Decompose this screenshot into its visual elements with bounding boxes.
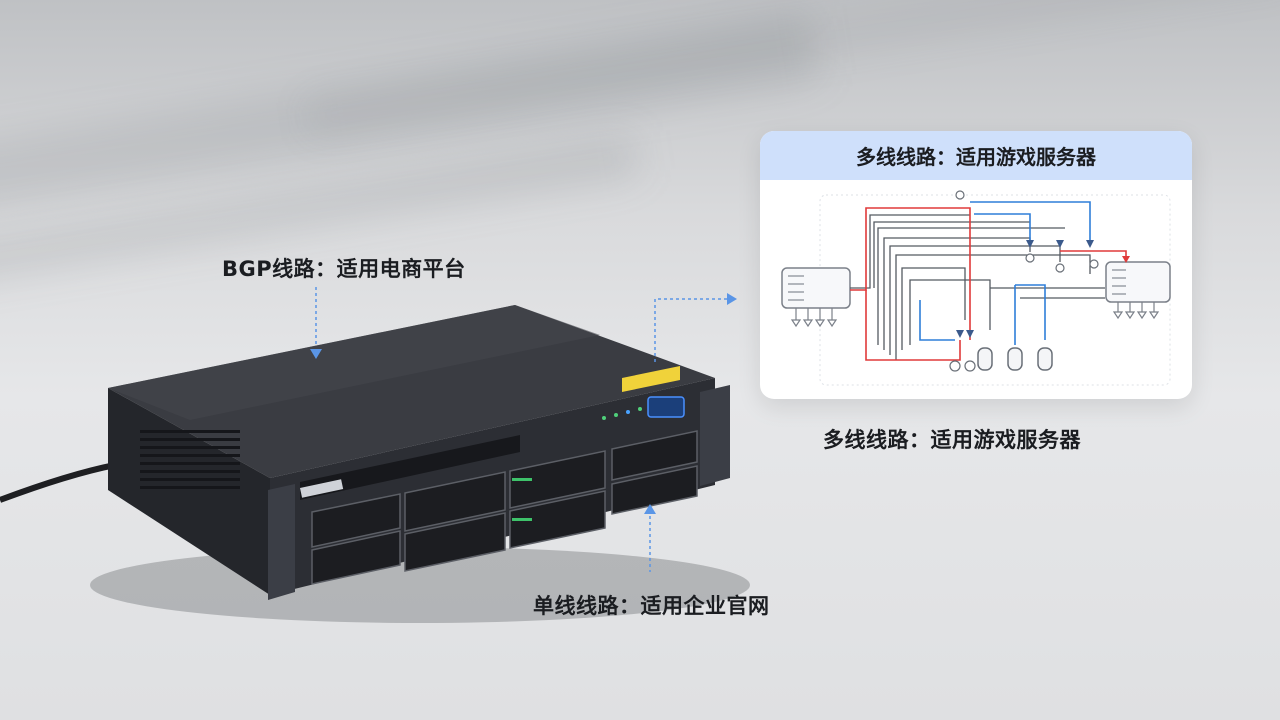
red-routes [850, 207, 1127, 361]
label-multi: 多线线路：适用游戏服务器 [823, 428, 1081, 452]
warning-sticker [622, 366, 680, 392]
status-lights [602, 407, 642, 420]
label-bgp: BGP线路：适用电商平台 [222, 257, 466, 281]
front-display [647, 396, 685, 418]
red-arrow [1122, 256, 1130, 263]
side-vents [140, 430, 240, 489]
device-top-highlight [108, 305, 600, 420]
rack-ear-right [700, 385, 730, 486]
diagram-card: 多线线路：适用游戏服务器 [760, 131, 1192, 399]
blue-routes [919, 201, 1091, 345]
target-node-lines [1112, 269, 1126, 295]
target-node [1105, 261, 1171, 303]
gray-routes [850, 214, 1105, 360]
leader-bgp [310, 287, 322, 359]
end-devices [977, 347, 1053, 371]
front-vent [300, 435, 520, 500]
drive-bays [311, 430, 698, 585]
target-node-outputs [1112, 302, 1160, 320]
switch-nodes [949, 190, 1099, 372]
device-top [108, 305, 715, 478]
diagram-card-title: 多线线路：适用游戏服务器 [760, 131, 1192, 180]
leader-multi [654, 293, 737, 362]
source-node-lines [788, 275, 804, 301]
rack-ear-left [268, 484, 295, 600]
brand-badge [299, 479, 344, 498]
leader-single [644, 504, 656, 572]
source-node [781, 267, 851, 309]
junctions [956, 240, 1094, 338]
power-cable [0, 462, 116, 503]
drive-indicators [512, 478, 532, 521]
label-single: 单线线路：适用企业官网 [533, 594, 770, 618]
source-node-outputs [790, 308, 838, 328]
network-diagram [781, 190, 1171, 386]
